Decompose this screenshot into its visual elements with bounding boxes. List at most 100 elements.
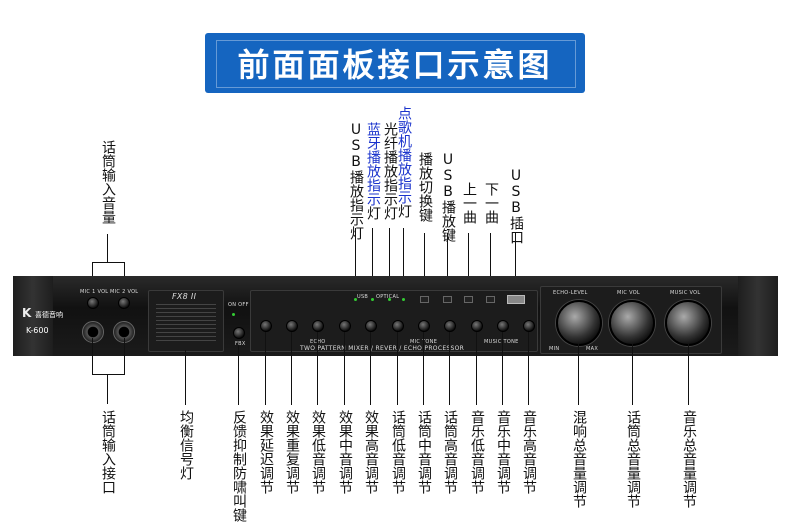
- brand-name: 喜德音响: [35, 311, 63, 319]
- usb-play-button[interactable]: [443, 296, 452, 303]
- usb-led-icon: [354, 298, 357, 301]
- prev-track-button[interactable]: [464, 296, 473, 303]
- leader: [468, 233, 469, 293]
- leader: [238, 345, 239, 405]
- music-vol-label: MUSIC VOL: [670, 290, 701, 296]
- leader: [372, 228, 373, 293]
- bt-led-icon: [371, 298, 374, 301]
- music-tone-group-label: MUSIC TONE: [484, 339, 519, 345]
- optical-led-icon: [388, 298, 391, 301]
- brand-logo-icon: K: [22, 306, 32, 320]
- min-label: MIN: [549, 346, 560, 352]
- label-mode-key: 播放切换键: [417, 152, 433, 222]
- label-echo-level: 混响总音量调节: [571, 410, 587, 508]
- leader: [107, 374, 108, 404]
- delay-knob[interactable]: [260, 320, 272, 332]
- mic-mid-knob[interactable]: [418, 320, 430, 332]
- optical-led-label: OPTICAL: [376, 294, 400, 300]
- label-fx-treble: 效果高音调节: [363, 410, 379, 494]
- mus-treble-knob[interactable]: [523, 320, 535, 332]
- leader: [92, 262, 124, 263]
- label-bt-led-text: 蓝牙播放指示灯: [365, 122, 381, 220]
- mus-bass-knob[interactable]: [471, 320, 483, 332]
- leader: [92, 338, 93, 374]
- rack-ear-right: [738, 276, 778, 356]
- fx-bass-knob[interactable]: [312, 320, 324, 332]
- rack-ear-left: [13, 276, 53, 356]
- mic-treble-knob[interactable]: [444, 320, 456, 332]
- label-fx-mid: 效果中音调节: [337, 410, 353, 494]
- eq-led-array: [156, 304, 216, 342]
- leader: [502, 332, 503, 405]
- label-delay: 效果延迟调节: [258, 410, 274, 494]
- next-track-button[interactable]: [486, 296, 495, 303]
- echo-level-knob[interactable]: [556, 300, 602, 346]
- fx-title: FX8 II: [172, 292, 197, 301]
- label-mic-bass: 话筒低音调节: [390, 410, 406, 494]
- leader: [403, 228, 404, 293]
- leader: [632, 344, 633, 405]
- mic1-vol-knob[interactable]: [87, 297, 99, 309]
- leader: [449, 332, 450, 405]
- leader: [291, 332, 292, 405]
- leader: [355, 228, 356, 293]
- fx-treble-knob[interactable]: [365, 320, 377, 332]
- on-off-label: ON OFF: [228, 302, 249, 308]
- leader: [107, 234, 108, 262]
- label-prev: 上一曲: [461, 182, 477, 224]
- mus-mid-knob[interactable]: [497, 320, 509, 332]
- label-feedback: 反馈抑制防啸叫键: [231, 410, 247, 522]
- leader: [528, 332, 529, 405]
- fx-mid-knob[interactable]: [339, 320, 351, 332]
- leader: [344, 332, 345, 405]
- mode-key-button[interactable]: [420, 296, 429, 303]
- label-mic-vol: 话筒输入音量: [100, 140, 116, 224]
- leader: [317, 332, 318, 405]
- label-mic-master: 话筒总音量调节: [625, 410, 641, 508]
- leader: [265, 332, 266, 405]
- label-mic-in: 话筒输入接口: [100, 410, 116, 494]
- fbx-button[interactable]: [233, 327, 245, 339]
- leader: [423, 332, 424, 405]
- label-mic-treble: 话筒高音调节: [442, 410, 458, 494]
- leader: [185, 350, 186, 405]
- music-master-knob[interactable]: [665, 300, 711, 346]
- leader: [578, 344, 579, 405]
- usb-led-label: USB: [357, 294, 369, 300]
- label-repeat: 效果重复调节: [284, 410, 300, 494]
- leader: [397, 332, 398, 405]
- mic1-jack[interactable]: [82, 321, 104, 343]
- echo-level-label: ECHO-LEVEL: [553, 290, 588, 296]
- mic1-vol-label: MIC 1 VOL: [80, 289, 109, 295]
- leader: [424, 233, 425, 293]
- label-music-master: 音乐总音量调节: [681, 410, 697, 508]
- leader: [490, 233, 491, 293]
- usb-port[interactable]: [507, 295, 525, 304]
- karaoke-led-icon: [402, 298, 405, 301]
- mic-master-knob[interactable]: [609, 300, 655, 346]
- processor-title: TWO PATTERN MIXER / REVER / ECHO PROCESS…: [300, 345, 465, 352]
- label-usb-key: USB播放键: [440, 152, 456, 242]
- label-optical-led: 光纤播放指示灯: [382, 122, 398, 220]
- label-mus-mid: 音乐中音调节: [495, 410, 511, 494]
- leader: [476, 332, 477, 405]
- leader: [688, 344, 689, 405]
- fbx-label: FBX: [235, 341, 246, 347]
- label-mus-bass: 音乐低音调节: [469, 410, 485, 494]
- max-label: MAX: [586, 346, 599, 352]
- label-next: 下一曲: [483, 182, 499, 224]
- leader: [92, 374, 125, 375]
- leader: [389, 228, 390, 293]
- mic2-vol-label: MIC 2 VOL: [110, 289, 139, 295]
- leader: [124, 338, 125, 374]
- mic2-vol-knob[interactable]: [118, 297, 130, 309]
- leader: [447, 233, 448, 293]
- label-eq-led: 均衡信号灯: [178, 410, 194, 480]
- on-led-icon: [232, 313, 235, 316]
- label-fx-bass: 效果低音调节: [310, 410, 326, 494]
- label-karaoke-led: 点歌机播放指示灯: [396, 106, 412, 218]
- label-usb-port: USB插口: [508, 168, 524, 244]
- banner-title: 前面面板接口示意图: [205, 33, 585, 93]
- repeat-knob[interactable]: [286, 320, 298, 332]
- mic-bass-knob[interactable]: [392, 320, 404, 332]
